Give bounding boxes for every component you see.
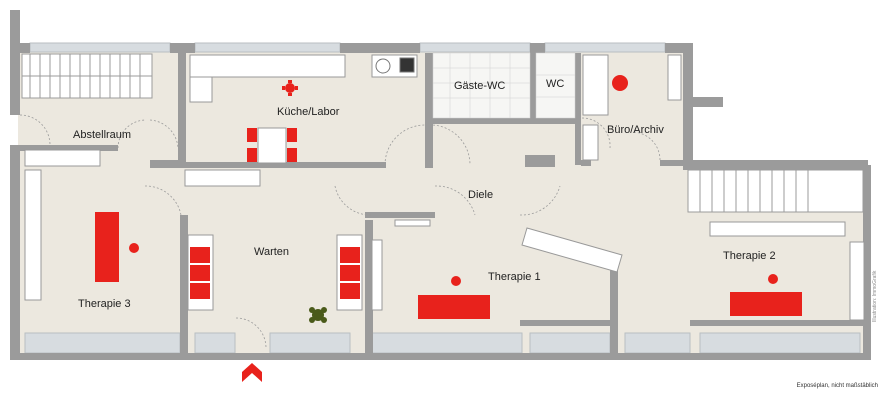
stool-icon bbox=[282, 80, 298, 96]
sideboard-angled bbox=[521, 227, 623, 273]
chair bbox=[287, 148, 297, 162]
wall-h-3 bbox=[186, 162, 386, 168]
room-label-warten: Warten bbox=[254, 246, 289, 258]
wall-h-1 bbox=[18, 145, 118, 151]
treatment-bench bbox=[730, 292, 802, 316]
window-top-3 bbox=[419, 42, 531, 53]
window-bottom-1 bbox=[24, 332, 181, 354]
treatment-bench bbox=[418, 295, 490, 319]
waiting-chair bbox=[190, 283, 210, 299]
footnote: Exposéplan, nicht maßstäblich bbox=[797, 383, 878, 389]
chair bbox=[247, 148, 257, 162]
stool-icon bbox=[451, 276, 461, 286]
waiting-chair bbox=[190, 247, 210, 263]
waiting-chair bbox=[340, 247, 360, 263]
waiting-chair bbox=[190, 265, 210, 281]
shelves bbox=[24, 149, 865, 321]
wall-h-6 bbox=[581, 160, 591, 166]
chair bbox=[247, 128, 257, 142]
room-label-diele: Diele bbox=[468, 189, 493, 201]
plant-icon bbox=[309, 307, 327, 323]
wall-inner-1 bbox=[178, 53, 186, 168]
wall-outer-left-top bbox=[10, 10, 20, 115]
wall-h-t2 bbox=[690, 320, 865, 326]
wall-v-warten-r bbox=[365, 220, 373, 360]
sink-icon bbox=[375, 57, 415, 74]
office-desk bbox=[582, 54, 682, 161]
waiting-chairs-right bbox=[336, 234, 363, 311]
wall-top-c bbox=[530, 43, 545, 53]
wall-outer-left bbox=[10, 145, 20, 355]
window-bottom-3 bbox=[269, 332, 351, 354]
window-top-4 bbox=[544, 42, 666, 53]
therapy-3-furniture bbox=[95, 212, 139, 282]
gaeste-wc-tiles bbox=[432, 52, 531, 119]
wall-top-b bbox=[340, 43, 420, 53]
wall-inner-3 bbox=[530, 53, 536, 118]
room-label-abstellraum: Abstellraum bbox=[73, 129, 131, 141]
window-bottom-5 bbox=[529, 332, 611, 354]
wall-h-5 bbox=[525, 155, 555, 167]
wall-v-warten-l bbox=[180, 215, 188, 360]
room-label-gaeste-wc: Gäste-WC bbox=[454, 80, 505, 92]
window-bottom-4 bbox=[371, 332, 523, 354]
office-chair bbox=[612, 75, 628, 91]
wall-inner-4 bbox=[575, 53, 581, 165]
staircase-northwest bbox=[21, 53, 153, 99]
stool-icon bbox=[768, 274, 778, 284]
therapy-2-furniture bbox=[730, 274, 802, 316]
room-label-buero: Büro/Archiv bbox=[607, 124, 664, 136]
staircase-east bbox=[687, 169, 864, 213]
door-swings bbox=[19, 114, 661, 349]
wall-h-7 bbox=[660, 160, 683, 166]
wall-h-4 bbox=[433, 118, 578, 124]
wall-east-top bbox=[683, 160, 868, 170]
wall-v-t1-r bbox=[610, 255, 618, 360]
stool-icon bbox=[129, 243, 139, 253]
room-label-therapie-3: Therapie 3 bbox=[78, 298, 131, 310]
window-top-1 bbox=[29, 42, 171, 53]
wall-top-a bbox=[170, 43, 195, 53]
wall-outer-right-top bbox=[683, 43, 693, 165]
kitchen-table bbox=[247, 127, 297, 164]
wall-outer-right bbox=[863, 165, 871, 360]
room-label-therapie-2: Therapie 2 bbox=[723, 250, 776, 262]
waiting-chair bbox=[340, 283, 360, 299]
wall-inner-2 bbox=[425, 53, 433, 168]
waiting-chairs-left bbox=[187, 234, 214, 311]
watermark: Illustration: ImmoGrafik bbox=[872, 270, 878, 322]
wall-h-2 bbox=[150, 160, 180, 168]
treatment-bench bbox=[95, 212, 119, 282]
waiting-chair bbox=[340, 265, 360, 281]
room-label-therapie-1: Therapie 1 bbox=[488, 271, 541, 283]
window-bottom-2 bbox=[194, 332, 236, 354]
walls bbox=[10, 10, 871, 360]
therapy-1-furniture bbox=[418, 276, 490, 319]
wc-tiles bbox=[535, 52, 576, 119]
window-bottom-7 bbox=[699, 332, 861, 354]
wall-outer-bottom bbox=[10, 353, 871, 360]
window-bottom-6 bbox=[624, 332, 691, 354]
room-label-kueche: Küche/Labor bbox=[277, 106, 340, 118]
chair bbox=[287, 128, 297, 142]
entrance-arrow-icon bbox=[242, 363, 262, 382]
wall-h-diele bbox=[365, 212, 435, 218]
wall-top-d bbox=[665, 43, 690, 53]
wall-bay bbox=[693, 97, 723, 107]
wall-h-t1 bbox=[520, 320, 615, 326]
window-top-2 bbox=[194, 42, 341, 53]
room-label-wc: WC bbox=[546, 78, 564, 90]
room-labels: Abstellraum Küche/Labor Gäste-WC WC Büro… bbox=[73, 78, 776, 310]
